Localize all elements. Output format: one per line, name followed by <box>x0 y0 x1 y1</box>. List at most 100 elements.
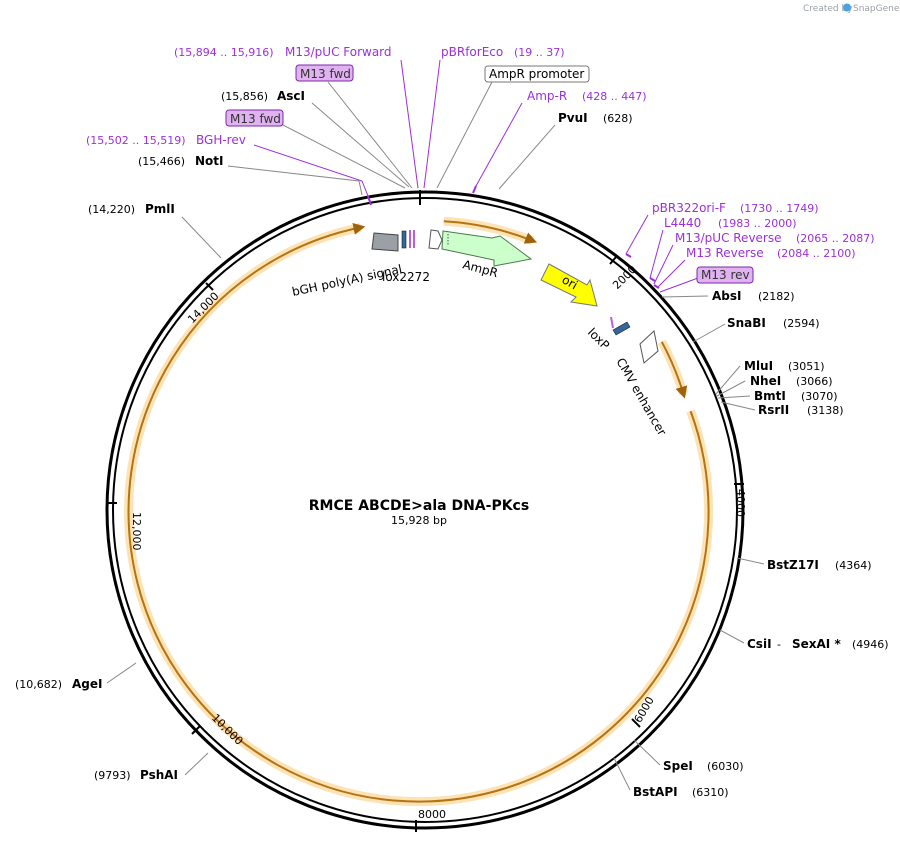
loxp-primer-mark <box>610 316 614 329</box>
pbr322ori-f-pos: (1730 .. 1749) <box>740 202 819 215</box>
ori-glyph <box>540 263 598 307</box>
bmti-pos: (3070) <box>801 390 838 403</box>
pmli-name: PmlI <box>145 202 175 216</box>
bstapi-pos: (6310) <box>692 786 729 799</box>
tick-mark-14000 <box>205 282 214 291</box>
tick-label-8000: 8000 <box>418 808 446 821</box>
leader-agei <box>106 662 137 684</box>
snabi-name: SnaBI <box>727 316 766 330</box>
label-bstz17i: BstZ17I (4364) <box>767 558 872 572</box>
asci-name: AscI <box>277 89 305 103</box>
label-pbr322ori-f: pBR322ori-F (1730 .. 1749) <box>652 201 819 215</box>
ampr-promoter-glyph <box>428 229 443 250</box>
l4440-name: L4440 <box>664 216 701 230</box>
leader-pshai <box>184 752 209 776</box>
m13-reverse-name: M13 Reverse <box>686 246 764 260</box>
mlui-name: MluI <box>744 359 773 373</box>
label-bstapi: BstAPI (6310) <box>633 785 729 799</box>
leader-m13-reverse <box>656 259 686 289</box>
m13puc-forward-name: M13/pUC Forward <box>285 45 392 59</box>
backbone-inner-strand <box>112 197 738 823</box>
bgh-rev-pos: (15,502 .. 15,519) <box>86 134 186 147</box>
label-nhei: NheI (3066) <box>750 374 833 388</box>
bmti-name: BmtI <box>754 389 786 403</box>
orf-large-arrow <box>127 222 710 803</box>
amp-r-name: Amp-R <box>527 89 567 103</box>
label-m13-reverse: M13 Reverse (2084 .. 2100) <box>686 246 856 260</box>
leader-lines <box>106 59 765 791</box>
label-noti: (15,466) NotI <box>138 154 224 168</box>
pvui-name: PvuI <box>558 111 588 125</box>
l4440-primer-mark <box>649 277 656 282</box>
csii-pos: (4946) <box>852 638 889 651</box>
tick-mark-10000 <box>191 725 201 735</box>
orf-right-arrow <box>660 341 688 399</box>
pshai-pos: (9793) <box>94 769 131 782</box>
tick-mark-2000 <box>609 256 617 265</box>
m13-fwd-b-box <box>225 109 284 127</box>
plasmid-length: 15,928 bp <box>391 514 447 527</box>
tick-label-12000: 12,000 <box>130 512 143 551</box>
label-m13-fwd-b: M13 fwd <box>225 109 284 127</box>
m13-fwd-a-name: M13 fwd <box>300 67 351 81</box>
nhei-name: NheI <box>750 374 781 388</box>
l4440-pos: (1983 .. 2000) <box>718 217 797 230</box>
rsrii-name: RsrII <box>758 403 789 417</box>
leader-m13-rev <box>659 277 699 293</box>
m13-fwd-a-box <box>295 64 354 82</box>
ampr-promoter-name: AmpR promoter <box>489 67 584 81</box>
label-absi: AbsI (2182) <box>712 289 795 303</box>
asci-pos: (15,856) <box>221 90 268 103</box>
cmv-enhancer-glyph <box>639 330 659 364</box>
agei-name: AgeI <box>72 677 102 691</box>
nhei-pos: (3066) <box>796 375 833 388</box>
label-l4440: L4440 (1983 .. 2000) <box>664 216 797 230</box>
tick-label-2000: 2000 <box>610 263 639 292</box>
snabi-pos: (2594) <box>783 317 820 330</box>
amp-r-primer-mark <box>472 185 477 194</box>
cmv-enhancer-label: CMV enhancer <box>613 356 669 439</box>
leader-nhei <box>716 380 746 397</box>
label-ampr-promoter: AmpR promoter <box>484 65 590 83</box>
label-m13-fwd-a: M13 fwd <box>295 64 354 82</box>
leader-m13-fwd-a <box>327 81 413 189</box>
feature-glyphs <box>367 185 660 364</box>
label-amp-r: Amp-R (428 .. 447) <box>527 89 647 103</box>
pbrforeco-name: pBRforEco <box>441 45 503 59</box>
leader-bstapi <box>613 757 631 791</box>
leader-m13puc-forward <box>400 59 419 189</box>
label-mlui: MluI (3051) <box>744 359 825 373</box>
watermark-brand: SnapGene <box>853 4 900 14</box>
orf-arrows <box>124 216 714 807</box>
pbr322ori-f-name: pBR322ori-F <box>652 201 726 215</box>
pbrforeco-pos: (19 .. 37) <box>514 46 565 59</box>
label-pbrforeco: pBRforEco (19 .. 37) <box>441 45 565 59</box>
spei-pos: (6030) <box>707 760 744 773</box>
label-snabi: SnaBI (2594) <box>727 316 820 330</box>
leader-snabi <box>692 323 726 343</box>
absi-pos: (2182) <box>758 290 795 303</box>
leader-m13puc-reverse <box>653 244 674 285</box>
amp-r-pos: (428 .. 447) <box>582 90 647 103</box>
agei-pos: (10,682) <box>15 678 62 691</box>
sexai-name: SexAI * <box>792 637 841 651</box>
leader-bmti <box>717 395 751 399</box>
tick-label-4000: 4000 <box>734 489 747 517</box>
lox2272-glyph <box>401 230 407 249</box>
pvui-pos: (628) <box>603 112 633 125</box>
backbone-outer-strand <box>105 190 745 830</box>
m13-fwd-b-name: M13 fwd <box>230 112 281 126</box>
m13puc-reverse-pos: (2065 .. 2087) <box>796 232 875 245</box>
leader-spei <box>633 739 661 766</box>
watermark-prefix: Created by <box>803 4 853 14</box>
noti-name: NotI <box>195 154 224 168</box>
bstz17i-pos: (4364) <box>835 559 872 572</box>
m13puc-reverse-name: M13/pUC Reverse <box>675 231 782 245</box>
csii-separator: - <box>777 638 781 651</box>
bgh-polya-glyph <box>371 232 399 252</box>
leader-pmli <box>181 216 222 259</box>
label-pvui: PvuI (628) <box>558 111 633 125</box>
m13-reverse-pos: (2084 .. 2100) <box>777 247 856 260</box>
